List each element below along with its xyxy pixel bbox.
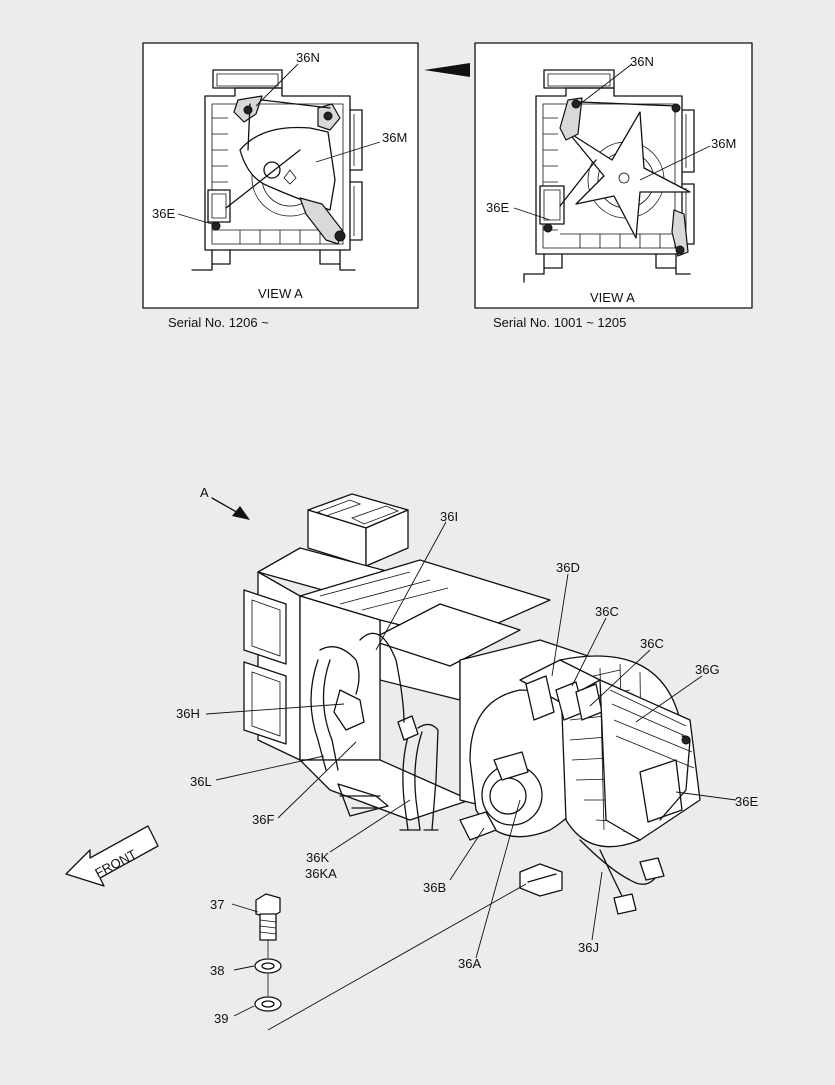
label-36h: 36H: [176, 706, 200, 721]
label-36d: 36D: [556, 560, 580, 575]
label-39: 39: [214, 1011, 228, 1026]
label-36e-right: 36E: [486, 200, 509, 215]
hvac-unit-assembly: A: [65, 485, 758, 1031]
view-a-old-panel: 36N 36M 36E VIEW A: [474, 42, 753, 309]
label-37: 37: [210, 897, 224, 912]
serial-left: Serial No. 1206 ~: [168, 315, 269, 330]
front-direction-arrow: FRONT: [65, 825, 159, 887]
label-36m-right: 36M: [711, 136, 736, 151]
label-36c-upper: 36C: [595, 604, 619, 619]
label-36ka: 36KA: [305, 866, 337, 881]
label-36e-left: 36E: [152, 206, 175, 221]
label-36l: 36L: [190, 774, 212, 789]
view-a-new-panel: 36N 36M 36E VIEW A: [142, 42, 419, 309]
label-36n-left: 36N: [296, 50, 320, 65]
label-36g: 36G: [695, 662, 720, 677]
view-direction-arrow-icon: [232, 506, 250, 520]
arrow-left-icon: [424, 63, 470, 77]
serial-right: Serial No. 1001 ~ 1205: [493, 315, 626, 330]
label-36e: 36E: [735, 794, 758, 809]
view-caption-right: VIEW A: [590, 290, 635, 305]
label-36b: 36B: [423, 880, 446, 895]
label-36m-left: 36M: [382, 130, 407, 145]
label-36j: 36J: [578, 940, 599, 955]
view-marker-a: A: [200, 485, 209, 500]
label-36k: 36K: [306, 850, 329, 865]
label-36a: 36A: [458, 956, 481, 971]
label-36f: 36F: [252, 812, 274, 827]
view-caption-left: VIEW A: [258, 286, 303, 301]
label-36i: 36I: [440, 509, 458, 524]
label-38: 38: [210, 963, 224, 978]
label-36n-right: 36N: [630, 54, 654, 69]
label-36c-lower: 36C: [640, 636, 664, 651]
